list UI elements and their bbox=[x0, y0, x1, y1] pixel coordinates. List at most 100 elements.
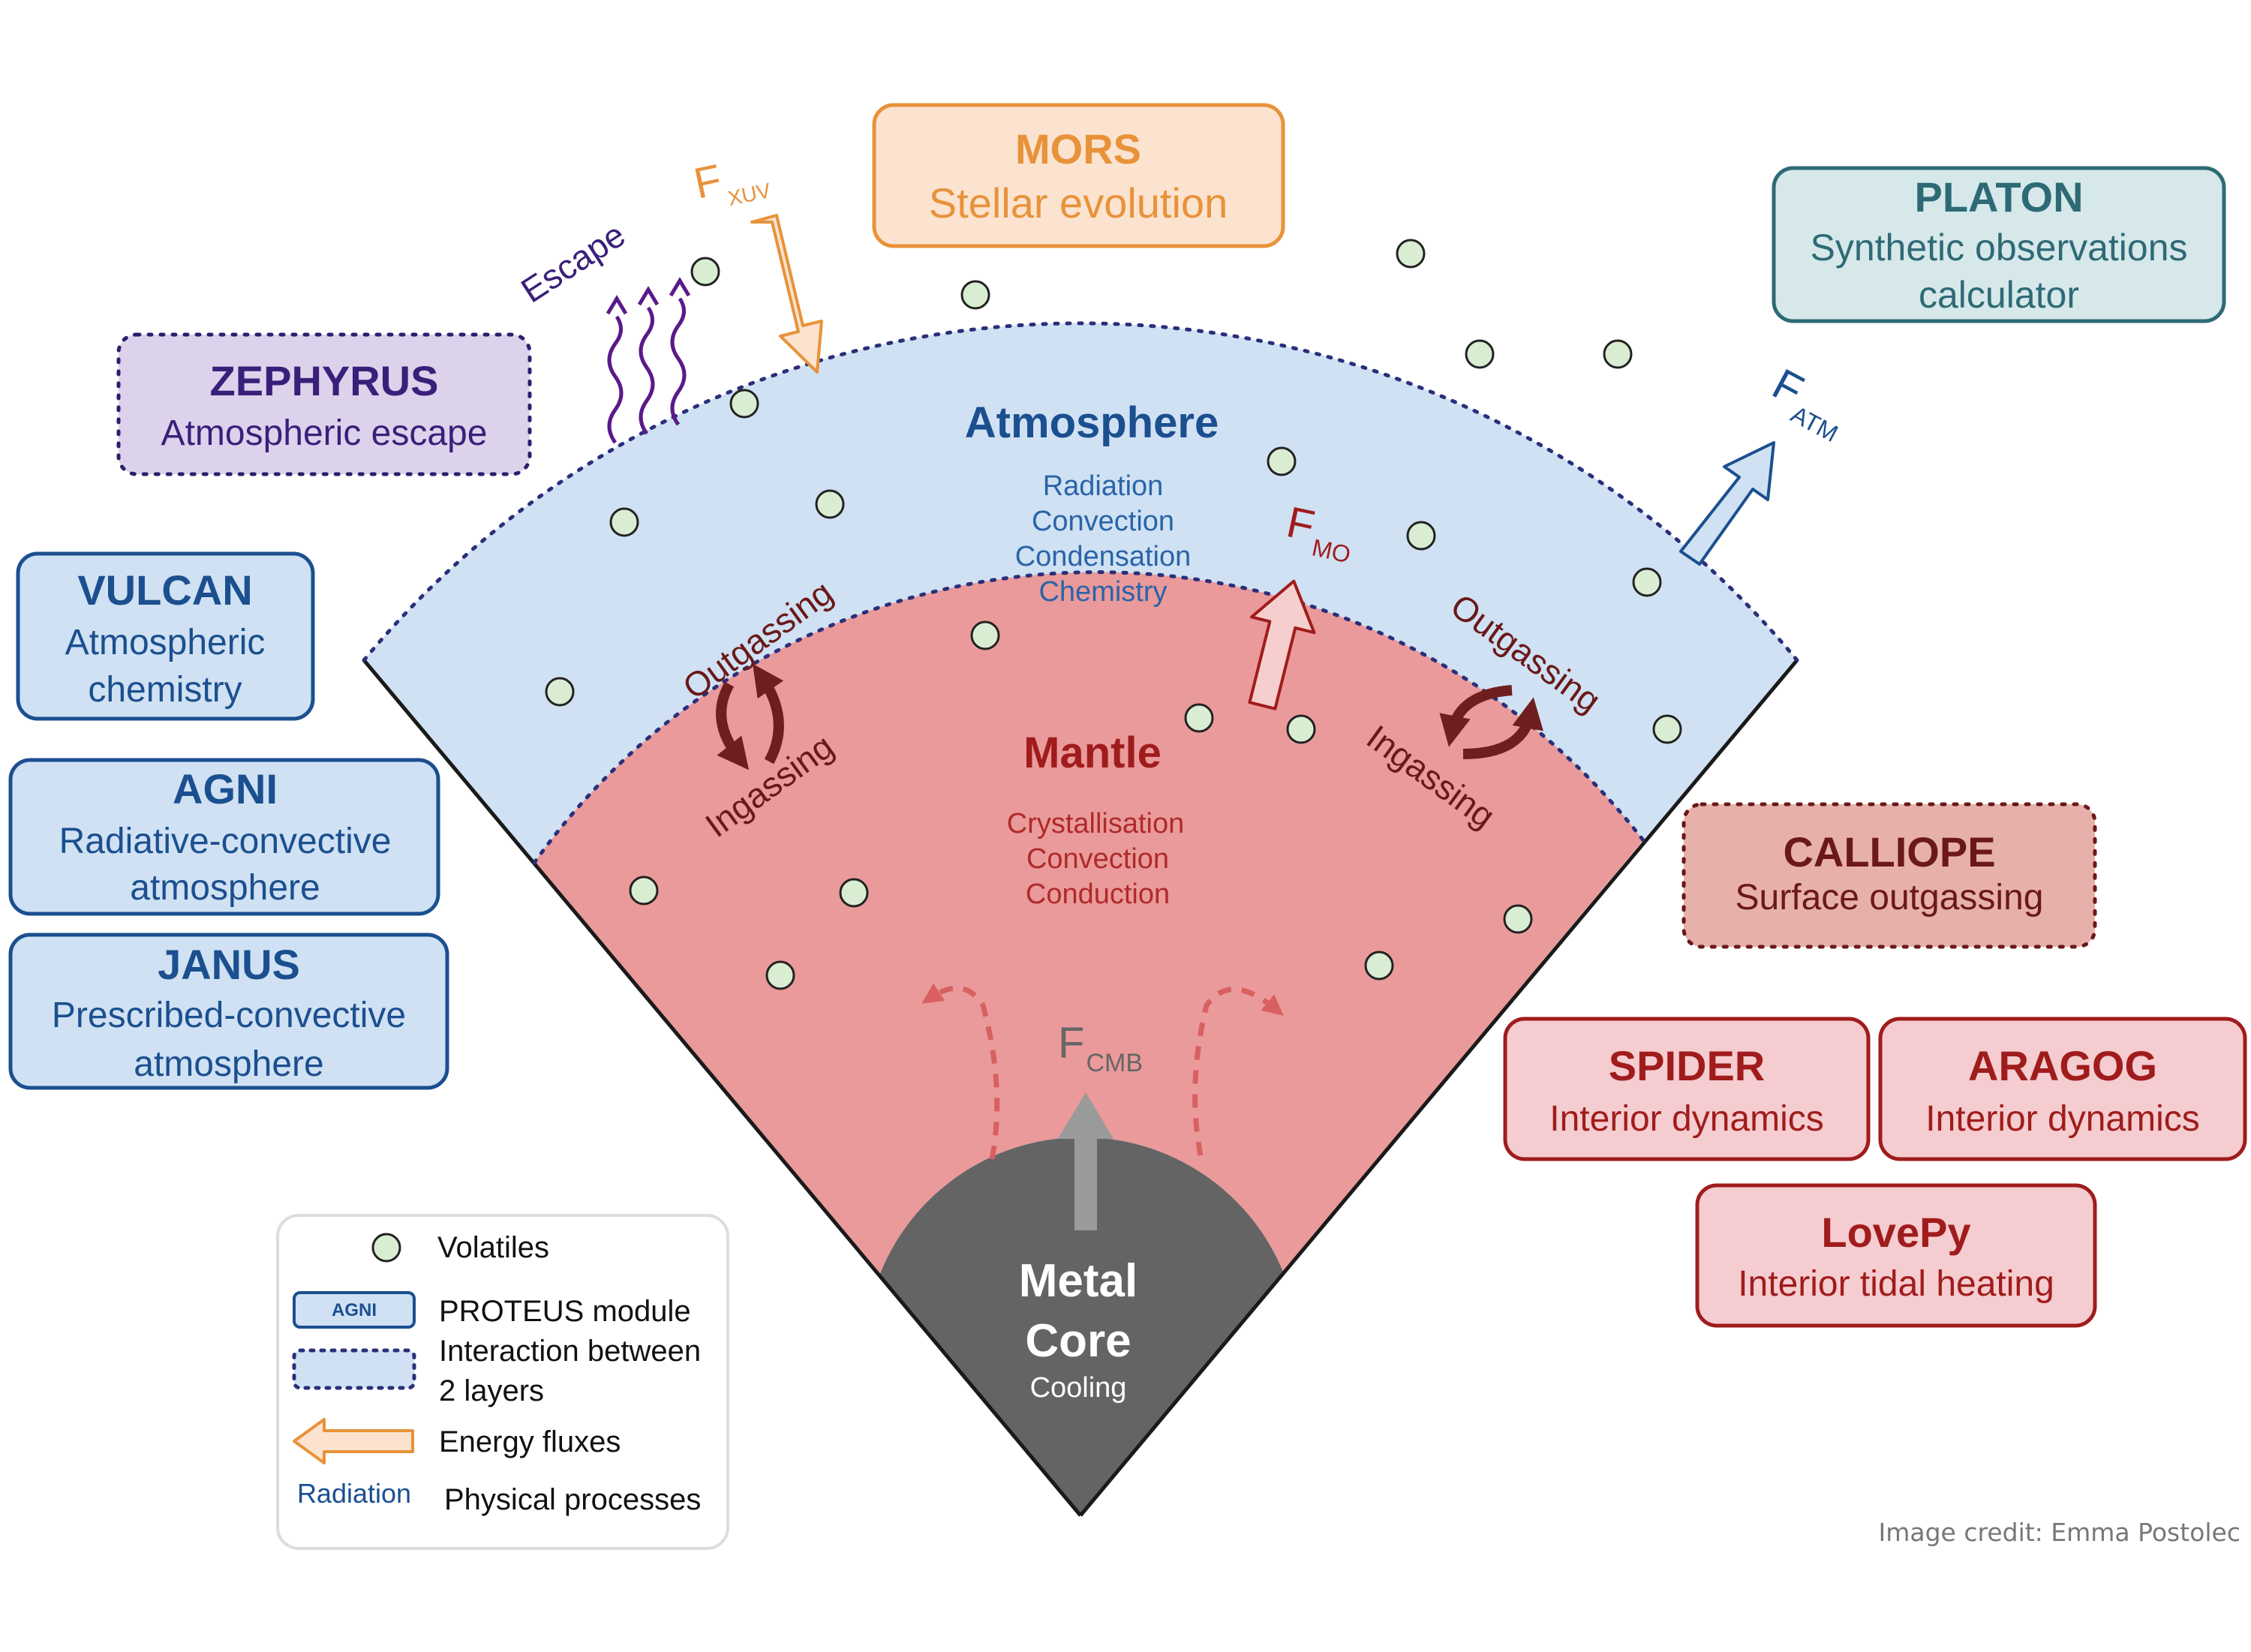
atmosphere-process-radiation: Radiation bbox=[1043, 470, 1164, 502]
volatile-dot bbox=[1603, 339, 1633, 369]
module-box bbox=[1503, 1017, 1871, 1161]
module-name: CALLIOPE bbox=[1783, 828, 1995, 876]
volatile-dot bbox=[960, 280, 990, 310]
module-platon: PLATON Synthetic observations calculator bbox=[1772, 166, 2226, 323]
escape-arrowhead-2 bbox=[637, 286, 660, 306]
module-box bbox=[1878, 1017, 2247, 1161]
mantle-process-conduction: Conduction bbox=[1026, 879, 1170, 910]
module-description-line1: Synthetic observations bbox=[1810, 227, 2187, 269]
escape-label: Escape bbox=[514, 215, 632, 310]
module-janus: JANUS Prescribed-convective atmosphere bbox=[8, 933, 449, 1090]
volatile-dot bbox=[1286, 714, 1316, 744]
volatile-dot bbox=[729, 389, 759, 419]
exchange-arrow-right-b bbox=[1462, 697, 1543, 759]
module-description-line1: Radiative-convective bbox=[59, 821, 392, 861]
module-name: SPIDER bbox=[1609, 1042, 1766, 1089]
wedge-edge-left bbox=[362, 659, 1082, 1517]
core-title-line1: Metal bbox=[1019, 1255, 1138, 1307]
legend-module-label: PROTEUS module bbox=[439, 1295, 691, 1328]
metal-core bbox=[879, 1137, 1283, 1515]
module-box bbox=[872, 103, 1285, 248]
flux-xuv-arrow bbox=[750, 214, 823, 374]
module-name: ARAGOG bbox=[1968, 1042, 2157, 1089]
module-spider: SPIDER Interior dynamics bbox=[1503, 1017, 1871, 1161]
convection-arrow-right bbox=[1192, 987, 1284, 1156]
volatile-dot bbox=[1632, 567, 1662, 597]
volatile-dot bbox=[765, 960, 795, 990]
volatile-dot bbox=[545, 677, 575, 707]
module-description-line1: Prescribed-convective bbox=[52, 996, 406, 1035]
module-box bbox=[8, 933, 449, 1090]
image-credit: Image credit: Emma Postolec bbox=[1879, 1518, 2241, 1547]
volatile-dot bbox=[1406, 521, 1436, 551]
volatile-dot bbox=[1267, 446, 1297, 476]
module-description: Surface outgassing bbox=[1736, 878, 2044, 918]
module-vulcan: VULCAN Atmospheric chemistry bbox=[16, 551, 315, 721]
module-description-line2: calculator bbox=[1919, 274, 2079, 316]
volatile-dot bbox=[609, 507, 639, 537]
atmosphere-process-convection: Convection bbox=[1032, 506, 1174, 537]
escape-arrowhead-3 bbox=[669, 277, 691, 297]
volatile-dot bbox=[970, 620, 1000, 650]
volatile-dot bbox=[629, 876, 659, 906]
flux-cmb: FCMB bbox=[1058, 1019, 1143, 1230]
legend-interaction-swatch bbox=[292, 1348, 416, 1390]
volatile-dot bbox=[1396, 239, 1426, 269]
volatile-dot bbox=[1652, 714, 1682, 744]
escape-arrowhead-1 bbox=[606, 295, 628, 315]
mantle-process-crystallisation: Crystallisation bbox=[1007, 808, 1185, 840]
legend-volatile-icon bbox=[371, 1233, 401, 1263]
module-description-line1: Atmospheric bbox=[65, 623, 266, 662]
convection-arrow-left bbox=[921, 983, 1000, 1160]
mantle-labels: Mantle Crystallisation Convection Conduc… bbox=[1007, 728, 1185, 910]
wedge-edge-right bbox=[1079, 659, 1799, 1517]
legend-process-label: Physical processes bbox=[444, 1483, 701, 1516]
module-box bbox=[1695, 1183, 2097, 1328]
exchange-arrow-down-left bbox=[716, 681, 750, 770]
module-name: AGNI bbox=[173, 765, 278, 812]
module-mors: MORS Stellar evolution bbox=[872, 103, 1285, 248]
core-labels: Metal Core Cooling bbox=[1019, 1255, 1138, 1404]
volatile-dot bbox=[839, 878, 869, 908]
volatile-dot bbox=[1364, 951, 1394, 981]
mantle-process-convection: Convection bbox=[1026, 843, 1169, 875]
mantle-convection-arrows bbox=[921, 983, 1284, 1160]
flux-cmb-label: FCMB bbox=[1058, 1019, 1143, 1077]
legend-interaction-label-line1: Interaction between bbox=[439, 1335, 701, 1368]
module-aragog: ARAGOG Interior dynamics bbox=[1878, 1017, 2247, 1161]
atmosphere-title: Atmosphere bbox=[965, 398, 1219, 447]
atmosphere-layer bbox=[364, 323, 1797, 863]
planet-wedge bbox=[362, 321, 1799, 1517]
module-description-line2: atmosphere bbox=[134, 1044, 323, 1084]
flux-xuv-label: FXUV bbox=[690, 146, 773, 217]
atmosphere-process-chemistry: Chemistry bbox=[1038, 576, 1167, 608]
legend-module-swatch bbox=[293, 1291, 416, 1329]
atmosphere-process-condensation: Condensation bbox=[1015, 541, 1192, 572]
module-description-line2: chemistry bbox=[88, 670, 242, 710]
module-name: JANUS bbox=[158, 941, 300, 988]
legend-interaction-label-line2: 2 layers bbox=[439, 1374, 544, 1407]
module-description: Interior dynamics bbox=[1549, 1099, 1823, 1139]
escape-wave-2 bbox=[639, 306, 655, 435]
flux-mo-arrow bbox=[1248, 579, 1316, 710]
volatile-dot bbox=[1465, 339, 1495, 369]
module-box bbox=[8, 758, 440, 916]
module-name: ZEPHYRUS bbox=[210, 357, 439, 404]
module-name: VULCAN bbox=[77, 566, 252, 614]
escape-wave-3 bbox=[670, 297, 687, 426]
volatile-dot bbox=[1184, 703, 1214, 733]
module-name: MORS bbox=[1015, 125, 1141, 173]
top-of-atmosphere-boundary bbox=[362, 321, 1799, 662]
module-description: Stellar evolution bbox=[929, 179, 1228, 227]
exchange-arrow-right-a bbox=[1439, 685, 1513, 747]
flux-cmb-arrow bbox=[1058, 1092, 1113, 1230]
mantle-layer bbox=[534, 572, 1643, 1275]
legend-module-sample: AGNI bbox=[332, 1300, 377, 1320]
module-box bbox=[116, 332, 532, 476]
escape-process: Escape bbox=[514, 215, 691, 444]
mantle-title: Mantle bbox=[1023, 728, 1162, 777]
volatile-dot bbox=[690, 257, 720, 287]
module-description: Interior tidal heating bbox=[1738, 1264, 2054, 1304]
module-calliope: CALLIOPE Surface outgassing bbox=[1681, 802, 2097, 949]
